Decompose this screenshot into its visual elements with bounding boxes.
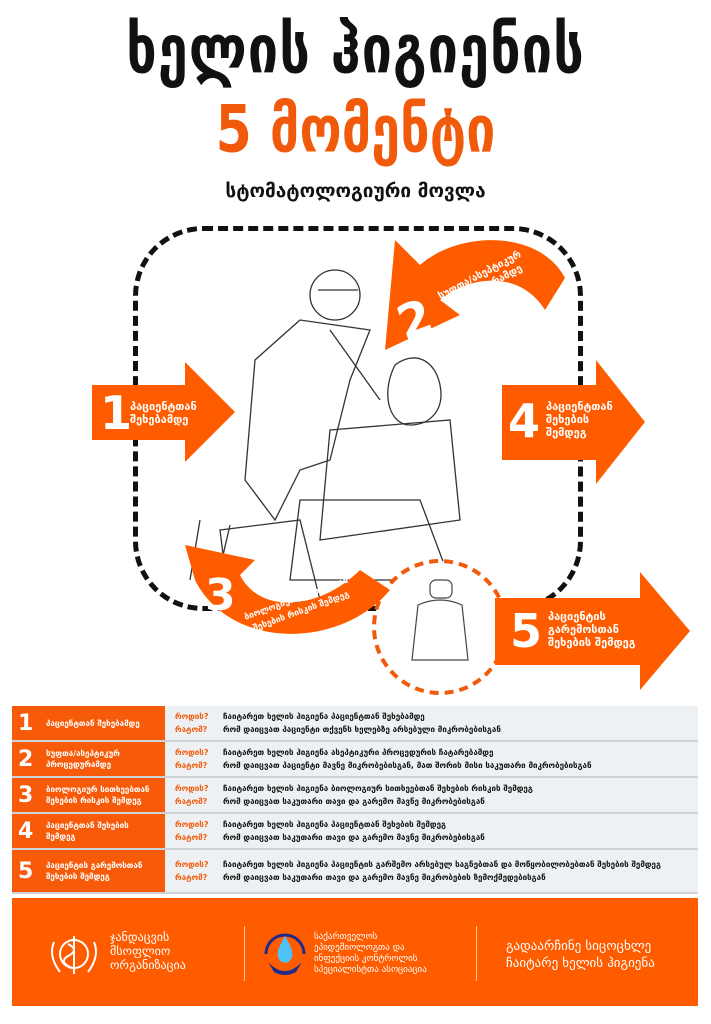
who-logo xyxy=(51,936,97,974)
moment-1-arrow xyxy=(92,362,235,462)
moment-4-label: პაციენტთან შეხების შემდეგ xyxy=(546,400,636,439)
slogan-line: გადაარჩინე სიცოცხლე xyxy=(506,939,652,954)
label-line: შემდეგ xyxy=(546,426,587,439)
row-number: 1 xyxy=(18,710,34,736)
who-line: ორგანიზაცია xyxy=(110,958,186,972)
why-label: რატომ? xyxy=(175,797,208,806)
who-line: მსოფლიო xyxy=(110,944,171,958)
why-text: რომ დაიცვათ პაციენტი თქვენს ხელებზე არსე… xyxy=(223,725,501,734)
label-line: შეხების xyxy=(546,413,590,426)
chair-icon xyxy=(411,579,469,661)
when-label: როდის? xyxy=(175,712,209,721)
when-label: როდის? xyxy=(175,820,209,829)
table-row: 1 პაციენტთან შეხებამდე როდის? ჩაიტარეთ ხელ… xyxy=(12,706,698,742)
when-text: ჩაიტარეთ ხელის ჰიგიენა ასეპტიკური პროცედ… xyxy=(223,748,494,757)
when-text: ჩაიტარეთ ხელის ჰიგიენა პაციენტის გარშემო… xyxy=(223,860,661,869)
row-number: 3 xyxy=(18,782,34,808)
table-row: 2 სუფთა/ასეპტიკურ პროცედურამდე როდის? ჩაიტ… xyxy=(12,741,698,778)
moments-illustration: 2 სუფთა/ასეპტიკურ პროცედურამდე 3 ბიოლოგი… xyxy=(92,240,690,695)
why-text: რომ დაიცვათ საკუთარი თავი და გარემო მავნ… xyxy=(223,873,546,882)
label-line: პაციენტთან xyxy=(130,400,197,413)
assoc-line: ეპიდემიოლოგთა და xyxy=(314,943,405,953)
moment-5-number: 5 xyxy=(510,604,543,658)
assoc-line: სპეციალისტთა ასოციაცია xyxy=(314,965,427,975)
row-moment: 5 პაციენტის გარემოსთან შეხების შემდეგ xyxy=(12,849,165,894)
row-title: პაციენტთან შეხების შემდეგ xyxy=(46,821,129,841)
poster-context: სტომატოლოგიური მოვლა xyxy=(225,180,486,202)
moment-2-arrow xyxy=(385,240,565,350)
divider xyxy=(476,926,477,981)
row-details: როდის? ჩაიტარეთ ხელის ჰიგიენა ასეპტიკური … xyxy=(165,741,698,778)
why-label: რატომ? xyxy=(175,873,208,882)
when-label: როდის? xyxy=(175,748,209,757)
why-text: რომ დაიცვათ საკუთარი თავი და გარემო მავნ… xyxy=(223,797,485,806)
moment-3-arrow xyxy=(185,545,390,634)
who-name: ჯანდაცვის მსოფლიო ორგანიზაცია xyxy=(110,930,186,972)
association-logo xyxy=(264,933,306,975)
who-line: ჯანდაცვის xyxy=(110,930,170,944)
row-title: პაციენტის გარემოსთან შეხების შემდეგ xyxy=(46,861,143,881)
moment-3-number: 3 xyxy=(205,570,236,621)
when-label: როდის? xyxy=(175,860,209,869)
moment-5-label: პაციენტის გარემოსთან შეხების შემდეგ xyxy=(548,610,668,649)
row-title: ბიოლოგიურ სითხეებთან შეხების რისკის შემდ… xyxy=(46,785,150,805)
row-title: სუფთა/ასეპტიკურ პროცედურამდე xyxy=(46,749,120,769)
moment-5-arrow xyxy=(495,572,690,690)
moment-1-number: 1 xyxy=(100,386,133,440)
row-moment: 4 პაციენტთან შეხების შემდეგ xyxy=(12,813,165,850)
slogan: გადაარჩინე სიცოცხლე ჩაიტარე ხელის ჰიგიენ… xyxy=(506,938,655,972)
row-details: როდის? ჩაიტარეთ ხელის ჰიგიენა პაციენტთან … xyxy=(165,706,698,742)
footer-banner: ჯანდაცვის მსოფლიო ორგანიზაცია საქართველო… xyxy=(12,898,698,1006)
row-number: 2 xyxy=(18,746,34,772)
label-line: შეხების შემდეგ xyxy=(548,636,636,649)
moments-table: 1 პაციენტთან შეხებამდე როდის? ჩაიტარეთ ხელ… xyxy=(12,706,698,894)
label-line: შეხებამდე xyxy=(130,413,189,426)
slogan-line: ჩაიტარე ხელის ჰიგიენა xyxy=(506,956,655,971)
moment-4-number: 4 xyxy=(508,394,541,448)
table-row: 4 პაციენტთან შეხების შემდეგ როდის? ჩაიტარე… xyxy=(12,813,698,850)
why-label: რატომ? xyxy=(175,833,208,842)
row-details: როდის? ჩაიტარეთ ხელის ჰიგიენა ბიოლოგიურ ს… xyxy=(165,777,698,814)
row-title: პაციენტთან შეხებამდე xyxy=(46,718,140,728)
poster-subtitle: 5 მომენტი xyxy=(215,92,496,168)
why-label: რატომ? xyxy=(175,761,208,770)
when-text: ჩაიტარეთ ხელის ჰიგიენა პაციენტთან შეხები… xyxy=(223,820,446,829)
moment-1-label: პაციენტთან შეხებამდე xyxy=(130,400,220,426)
label-line: გარემოსთან xyxy=(548,623,620,636)
when-text: ჩაიტარეთ ხელის ჰიგიენა პაციენტთან შეხება… xyxy=(223,712,425,721)
row-details: როდის? ჩაიტარეთ ხელის ჰიგიენა პაციენტთან … xyxy=(165,813,698,850)
when-text: ჩაიტარეთ ხელის ჰიგიენა ბიოლოგიურ სითხეებ… xyxy=(223,784,533,793)
poster-title: ხელის ჰიგიენის xyxy=(126,10,585,89)
table-row: 5 პაციენტის გარემოსთან შეხების შემდეგ როდ… xyxy=(12,849,698,894)
row-number: 4 xyxy=(18,818,34,844)
when-label: როდის? xyxy=(175,784,209,793)
label-line: პაციენტის xyxy=(548,610,606,623)
association-name: საქართველოს ეპიდემიოლოგთა და ინფექციის კ… xyxy=(314,932,427,976)
moment-4-arrow xyxy=(502,360,645,484)
divider xyxy=(244,926,245,981)
row-number: 5 xyxy=(18,858,34,884)
patient-zone-circle xyxy=(372,559,508,695)
assoc-line: ინფექციის კონტროლის xyxy=(314,954,418,964)
why-text: რომ დაიცვათ საკუთარი თავი და გარემო მავნ… xyxy=(223,833,485,842)
assoc-line: საქართველოს xyxy=(314,932,378,942)
dentist-illustration xyxy=(189,269,461,611)
why-text: რომ დაიცვათ პაციენტი მავნე მიკრობებისგან… xyxy=(223,761,592,770)
row-details: როდის? ჩაიტარეთ ხელის ჰიგიენა პაციენტის გ… xyxy=(165,849,698,894)
label-line: პაციენტთან xyxy=(546,400,613,413)
table-row: 3 ბიოლოგიურ სითხეებთან შეხების რისკის შემ… xyxy=(12,777,698,814)
row-moment: 1 პაციენტთან შეხებამდე xyxy=(12,706,165,742)
row-moment: 2 სუფთა/ასეპტიკურ პროცედურამდე xyxy=(12,741,165,778)
row-moment: 3 ბიოლოგიურ სითხეებთან შეხების რისკის შემ… xyxy=(12,777,165,814)
why-label: რატომ? xyxy=(175,725,208,734)
